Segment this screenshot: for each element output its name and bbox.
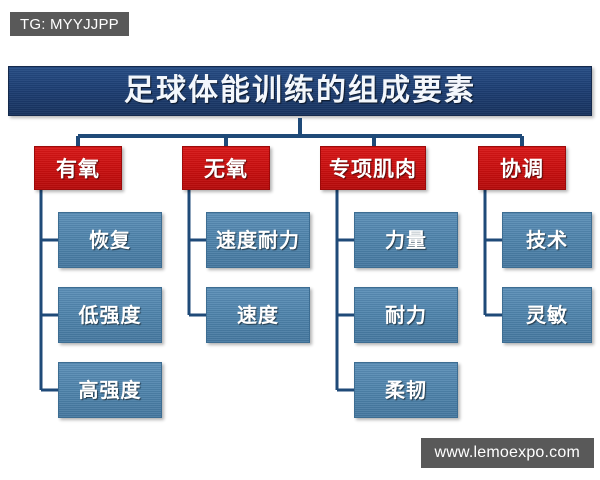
node-level2-recovery-label: 恢复 [89,228,131,252]
node-level2-endurance[interactable]: 耐力 [354,287,458,343]
watermark-bottom-right-text: www.lemoexpo.com [434,444,580,461]
node-level1-aerobic[interactable]: 有氧 [34,146,122,190]
node-level1-specific-muscle[interactable]: 专项肌肉 [320,146,426,190]
node-level2-speed-endurance[interactable]: 速度耐力 [206,212,310,268]
node-level2-speed[interactable]: 速度 [206,287,310,343]
node-level2-agility[interactable]: 灵敏 [502,287,592,343]
watermark-top-left: TG: MYYJJPP [10,12,129,36]
node-level2-technique[interactable]: 技术 [502,212,592,268]
node-level2-low-intensity[interactable]: 低强度 [58,287,162,343]
node-level2-low-intensity-label: 低强度 [78,303,142,327]
node-level2-strength[interactable]: 力量 [354,212,458,268]
chart-title-text: 足球体能训练的组成要素 [124,73,476,108]
node-level2-strength-label: 力量 [385,228,427,252]
chart-title-banner: 足球体能训练的组成要素 [8,66,592,116]
node-level1-coordination[interactable]: 协调 [478,146,566,190]
node-level1-aerobic-label: 有氧 [56,155,100,181]
node-level1-specific-muscle-label: 专项肌肉 [329,155,417,181]
node-level2-endurance-label: 耐力 [385,303,427,327]
node-level2-high-intensity-label: 高强度 [78,378,142,402]
node-level1-coordination-label: 协调 [500,155,544,181]
node-level2-high-intensity[interactable]: 高强度 [58,362,162,418]
node-level2-technique-label: 技术 [526,228,568,252]
node-level2-flexibility-label: 柔韧 [385,378,427,402]
node-level2-speed-endurance-label: 速度耐力 [216,228,300,252]
node-level2-recovery[interactable]: 恢复 [58,212,162,268]
node-level1-anaerobic-label: 无氧 [204,155,248,181]
watermark-bottom-right: www.lemoexpo.com [420,438,594,468]
watermark-top-left-text: TG: MYYJJPP [20,15,119,33]
node-level1-anaerobic[interactable]: 无氧 [182,146,270,190]
node-level2-flexibility[interactable]: 柔韧 [354,362,458,418]
node-level2-speed-label: 速度 [237,303,279,327]
node-level2-agility-label: 灵敏 [526,303,568,327]
